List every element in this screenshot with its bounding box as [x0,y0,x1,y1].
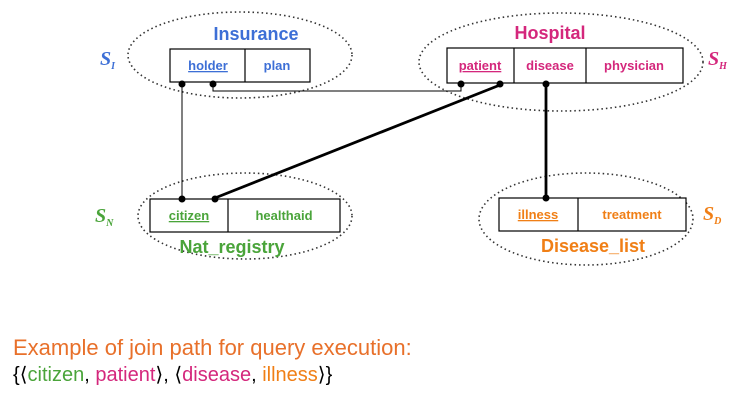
site-ellipse-disease-list [478,172,694,266]
site-letter: S [100,48,111,70]
close-brace: } [325,364,333,386]
comma: , [163,364,175,386]
join-term-patient: patient [95,364,156,386]
endpoint-dot [178,80,186,88]
endpoint-dot [496,80,504,88]
site-label-insurance: SI [100,48,116,72]
endpoint-dot [178,195,186,203]
attribute-disease: disease [526,58,574,73]
site-subscript: N [105,218,114,229]
relation-name-disease-list: Disease_list [541,236,645,256]
site-letter: S [703,203,714,225]
relation-box-insurance [169,48,311,83]
open-brace: { [13,364,20,386]
schema-diagram: Insurance holder plan Hospital patient d… [95,11,728,266]
left-angle: ⟨ [19,364,28,386]
endpoint-dot [209,80,217,88]
site-ellipse-hospital [418,12,704,112]
endpoint-dot [211,195,219,203]
attribute-citizen: citizen [169,208,210,223]
left-angle: ⟨ [174,364,183,386]
relation-box-nat-registry [149,198,341,233]
site-letter: S [708,48,719,70]
relation-box-hospital [446,47,684,84]
edge-holder-patient [212,84,462,92]
endpoint-dot [457,80,465,88]
relation-box-disease-list [498,197,687,232]
relation-name-insurance: Insurance [213,24,298,44]
site-label-hospital: SH [708,48,728,72]
attribute-physician: physician [604,58,664,73]
right-angle: ⟩ [155,364,164,386]
right-angle: ⟩ [317,364,326,386]
comma: , [251,364,263,386]
site-label-disease-list: SD [703,203,721,227]
relation-name-nat-registry: Nat_registry [179,237,284,257]
site-label-nat-registry: SN [95,205,114,229]
site-letter: S [95,205,106,227]
relation-name-hospital: Hospital [514,23,585,43]
attribute-plan: plan [264,58,291,73]
join-term-disease: disease [182,364,252,386]
attribute-patient: patient [459,58,502,73]
edge-citizen-patient [214,83,501,200]
site-subscript: H [718,61,728,72]
endpoint-dot [542,80,550,88]
site-ellipse-nat-registry [137,172,353,260]
join-path-expression: {⟨citizen, patient⟩, ⟨disease, illness⟩} [13,362,713,388]
caption-title: Example of join path for query execution… [13,335,412,360]
attribute-treatment: treatment [602,207,662,222]
site-subscript: D [713,216,721,227]
endpoint-dot [542,194,550,202]
comma: , [84,364,96,386]
caption: Example of join path for query execution… [13,334,713,388]
site-subscript: I [110,61,116,72]
join-term-illness: illness [262,364,318,386]
attribute-holder: holder [188,58,228,73]
attribute-healthaid: healthaid [255,208,312,223]
site-ellipse-insurance [127,11,353,99]
attribute-illness: illness [518,207,558,222]
join-term-citizen: citizen [27,364,85,386]
